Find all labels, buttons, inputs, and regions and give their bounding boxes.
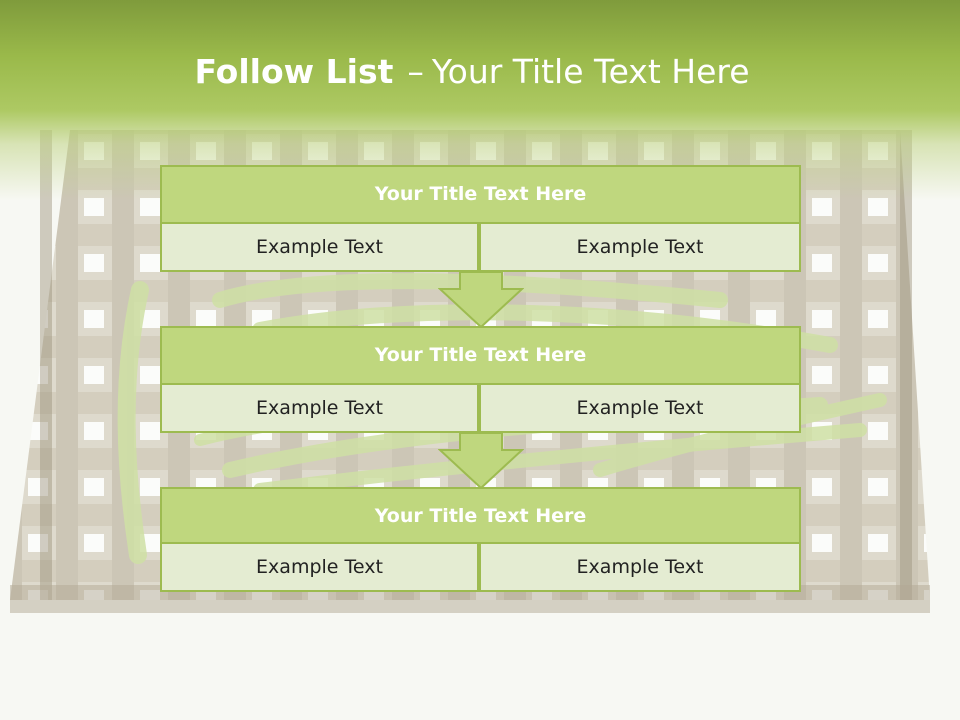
slide-title-separator: – [407,52,424,91]
slide-title-main: Follow List [194,52,394,91]
slide-title: Follow List–Your Title Text Here [0,52,944,91]
step-block-1: Your Title Text Here Example Text Exampl… [160,165,801,272]
step-block-2: Your Title Text Here Example Text Exampl… [160,326,801,433]
step-title: Your Title Text Here [160,326,801,385]
step-cell-left: Example Text [160,542,479,592]
step-cell-left: Example Text [160,383,479,433]
down-arrow-icon [438,271,524,329]
step-cell-right: Example Text [479,542,801,592]
down-arrow-icon [438,432,524,490]
step-cell-right: Example Text [479,222,801,272]
step-block-3: Your Title Text Here Example Text Exampl… [160,487,801,592]
step-cell-left: Example Text [160,222,479,272]
step-title: Your Title Text Here [160,165,801,224]
slide-title-sub: Your Title Text Here [431,52,750,91]
step-cell-right: Example Text [479,383,801,433]
step-title: Your Title Text Here [160,487,801,546]
